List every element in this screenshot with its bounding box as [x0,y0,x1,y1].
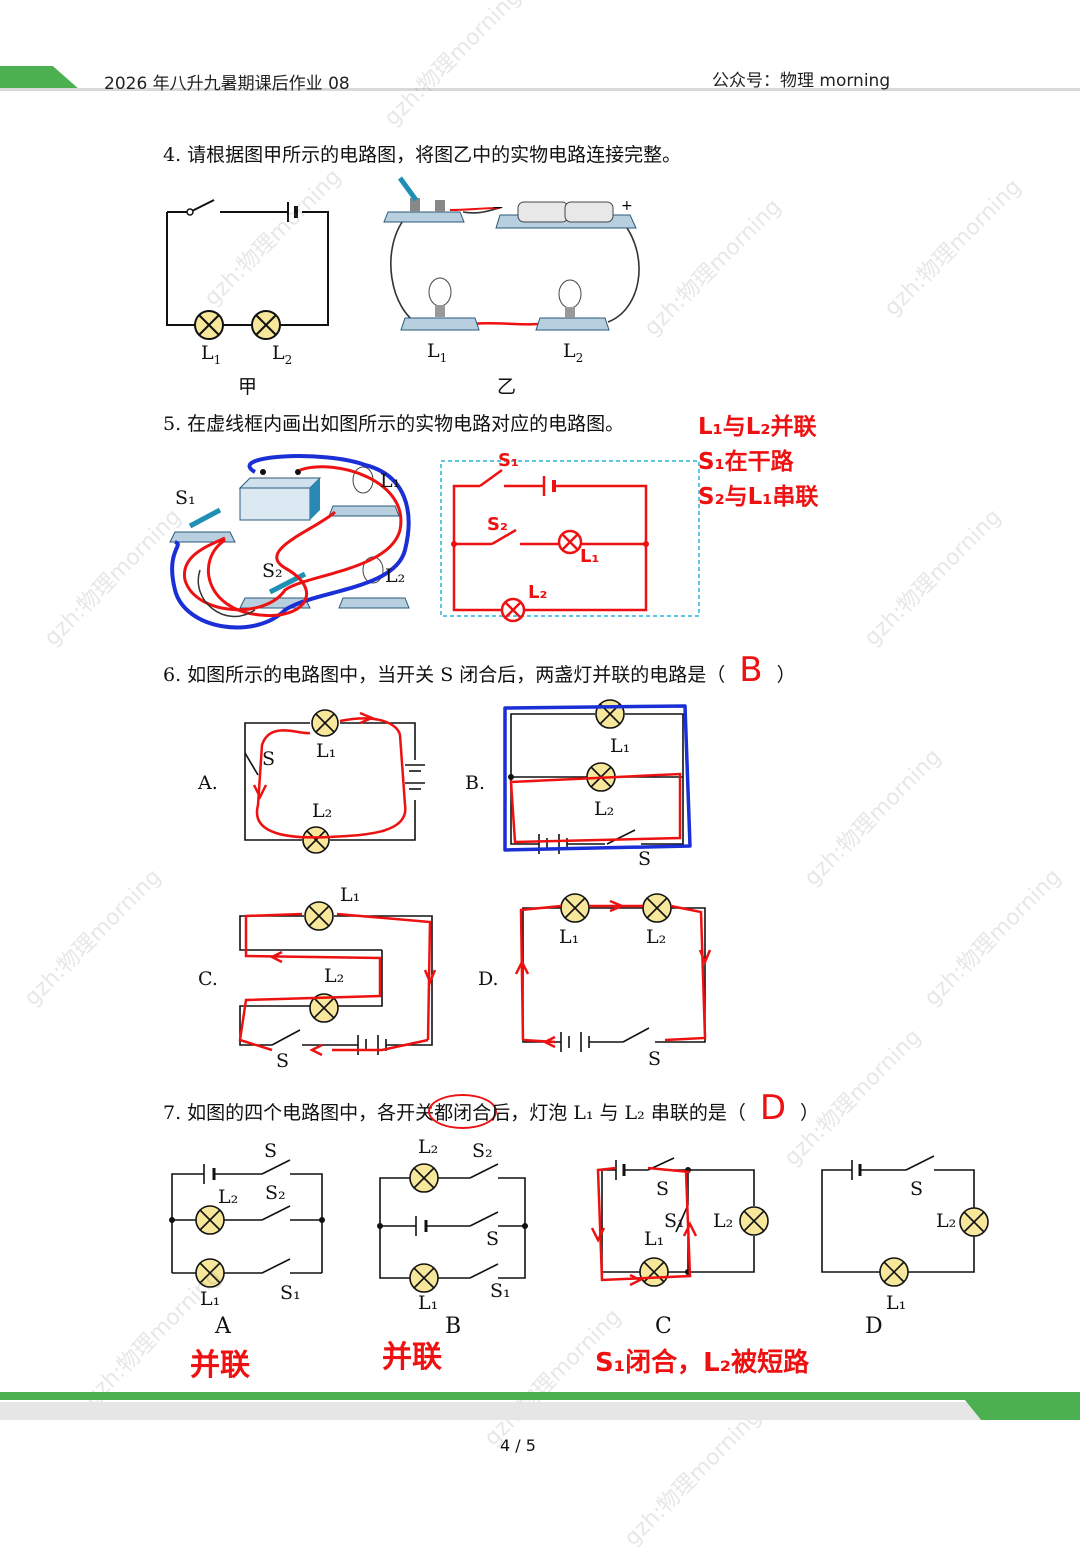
q4-label-l2: L2 [272,342,293,367]
q7-circuit-c [590,1157,769,1287]
watermark: gzh:物理morning [619,1404,767,1552]
q7-a-s1: S₁ [280,1282,301,1304]
q7-a-l1: L₁ [200,1288,221,1310]
watermark: gzh:物理morning [79,1264,227,1412]
q7-answer: D [759,1088,787,1128]
q4-minus: − [492,200,504,216]
q7-b-l2: L₂ [418,1136,439,1158]
q7-label-b: B [445,1314,462,1339]
q4-label-l1: L1 [201,342,222,367]
q5-real-s1: S₁ [175,487,196,509]
q7-a-s: S [264,1140,278,1162]
watermark: gzh:物理morning [879,174,1027,322]
q7-a-s2: S₂ [265,1182,286,1204]
q6-circuit-a [244,709,425,854]
watermark: gzh:物理morning [859,504,1007,652]
q6-circuit-b [503,699,692,854]
q6-d-l2: L₂ [646,926,667,948]
q7-c-s1: S₁ [664,1210,685,1232]
q7-label-d: D [865,1314,883,1339]
q7-c-s: S [656,1178,670,1200]
watermark: gzh:物理morning [919,864,1067,1012]
header-account: 公众号：物理 morning [712,71,891,91]
header-rule [0,88,1080,91]
q6-b-s: S [638,848,652,870]
q7-d-l2: L₂ [936,1210,957,1232]
q7-c-l2: L₂ [713,1210,734,1232]
q6-option-a: A. [198,772,218,794]
q6-d-l1: L₁ [559,926,580,948]
q7-a-l2: L₂ [218,1186,239,1208]
q6-a-l2: L₂ [312,800,333,822]
q5-draw-s1: S₁ [498,450,519,471]
watermark: gzh:物理morning [19,864,167,1012]
page-number: 4 / 5 [500,1436,536,1455]
q5-draw-l1: L₁ [580,546,600,567]
q7-note-a: 并联 [190,1348,250,1383]
footer-bar [0,1392,1080,1400]
q7-label-c: C [655,1314,672,1339]
q6-option-c: C. [198,968,218,990]
q6-answer: B [739,650,763,690]
watermark: gzh:物理morning [799,744,947,892]
q4-yi-label-l2: L2 [563,340,584,365]
q5-real-circuit [169,454,411,630]
q7-b-l1: L₁ [418,1292,439,1314]
q7-d-s: S [910,1178,924,1200]
q6-c-l2: L₂ [324,965,345,987]
q7-circuit-b [377,1163,528,1293]
q7-b-s1: S₁ [490,1280,511,1302]
q5-draw-l2: L₂ [528,582,548,603]
watermark: gzh:物理morning [639,194,787,342]
q7-b-s: S [486,1228,500,1250]
q7-note-b: 并联 [382,1340,442,1375]
footer-accent [965,1400,1080,1420]
q6-b-l1: L₁ [610,735,631,757]
q4-real-circuit-yi: − + [383,176,640,331]
q5-real-l1: L₁ [380,470,401,492]
q7-note-c: S₁闭合，L₂被短路 [595,1348,810,1378]
q6-option-d: D. [478,968,499,990]
watermark: gzh:物理morning [379,0,527,132]
q4-schematic-jia [166,199,329,340]
q7-label-a: A [215,1314,231,1339]
q5-real-s2: S₂ [262,560,283,582]
question-7: 7. 如图的四个电路图中，各开关都闭合后，灯泡 L₁ 与 L₂ 串联的是（D） [163,1088,820,1129]
q7-b-s2: S₂ [472,1140,493,1162]
q7-d-l1: L₁ [886,1292,907,1314]
question-5: 5. 在虚线框内画出如图所示的实物电路对应的电路图。 [163,413,625,435]
question-6: 6. 如图所示的电路图中，当开关 S 闭合后，两盏灯并联的电路是（B） [163,650,796,690]
q4-plus: + [621,198,633,214]
q6-d-s: S [648,1048,662,1070]
q4-caption-jia: 甲 [238,376,258,398]
question-4: 4. 请根据图甲所示的电路图，将图乙中的实物电路连接完整。 [163,144,682,166]
q6-b-l2: L₂ [594,798,615,820]
q6-c-l1: L₁ [340,884,361,906]
q6-a-s: S [262,748,276,770]
q6-a-l1: L₁ [316,740,337,762]
q5-handwritten-note: L₁与L₂并联 S₁在干路 S₂与L₁串联 [698,414,819,510]
q6-c-s: S [276,1050,290,1072]
q7-circuit-a [169,1159,325,1288]
q4-yi-label-l1: L1 [427,340,448,365]
q6-option-b: B. [465,772,486,794]
q4-caption-yi: 乙 [497,376,517,398]
q5-draw-s2: S₂ [487,514,508,535]
q6-circuit-c [238,901,437,1057]
header-accent [0,66,80,90]
footer-bar-grey [0,1402,1080,1420]
q7-c-l1: L₁ [644,1228,665,1250]
q5-answer-box [440,460,700,623]
header-title: 2026 年八升九暑期课后作业 08 [104,74,350,94]
q7-circled-phrase: 都闭合 [428,1094,498,1129]
q6-circuit-d [514,893,712,1052]
q5-real-l2: L₂ [385,565,406,587]
q7-circuit-d [821,1155,989,1287]
